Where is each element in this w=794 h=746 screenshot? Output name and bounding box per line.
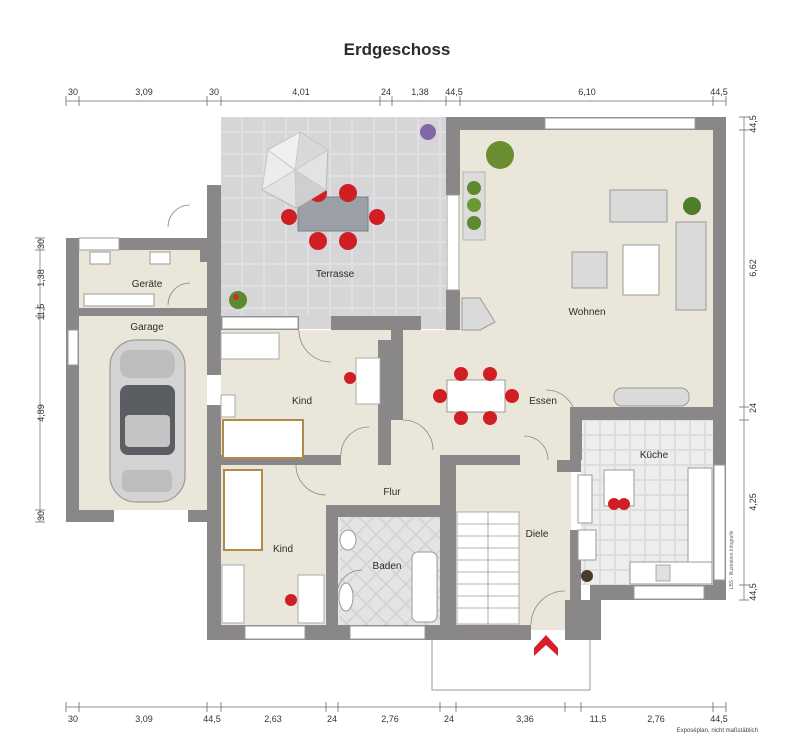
room-label-essen: Essen: [529, 396, 557, 407]
room-label-diele: Diele: [526, 529, 549, 540]
dim-top: 30: [209, 87, 219, 97]
dim-top: 30: [68, 87, 78, 97]
dim-right: 4,25: [748, 493, 758, 511]
dim-top: 6,10: [578, 87, 596, 97]
dim-top: 4,01: [292, 87, 310, 97]
dim-bottom: 24: [327, 714, 337, 724]
dim-right: 44,5: [748, 115, 758, 133]
dim-left: 30: [36, 511, 46, 521]
dimension-lines: [39, 100, 745, 708]
staircase: [456, 511, 520, 625]
dim-top: 3,09: [135, 87, 153, 97]
room-label-terrasse: Terrasse: [316, 269, 355, 280]
dim-right: 6,62: [748, 259, 758, 277]
kitchen-furniture: [577, 467, 713, 585]
windows: [67, 117, 726, 640]
dim-right: 44,5: [748, 583, 758, 601]
dim-bottom: 2,63: [264, 714, 282, 724]
dim-bottom: 24: [444, 714, 454, 724]
dim-bottom: 2,76: [381, 714, 399, 724]
umbrella: [261, 131, 329, 209]
entrance-path: [431, 640, 591, 691]
dim-left: 1,38: [36, 269, 46, 287]
room-label-wohnen: Wohnen: [568, 307, 605, 318]
scale-note: Exposéplan, nicht maßstäblich: [676, 728, 758, 734]
kind2-furniture: [221, 469, 325, 624]
dim-top: 44,5: [445, 87, 463, 97]
dining-table: [433, 367, 519, 425]
dim-right: 24: [748, 403, 758, 413]
kind1-furniture: [220, 332, 381, 459]
room-label-kueche: Küche: [640, 450, 669, 461]
dim-left: 11,5: [36, 304, 46, 321]
dim-bottom: 11,5: [590, 714, 607, 724]
bath-fixtures: [338, 529, 438, 623]
dim-top: 44,5: [710, 87, 728, 97]
living-furniture: [461, 189, 707, 407]
room-label-baden: Baden: [373, 561, 402, 572]
entrance-arrow: [534, 635, 558, 656]
dim-top: 24: [381, 87, 391, 97]
dim-bottom: 2,76: [647, 714, 665, 724]
door-swings: [167, 204, 577, 626]
car: [109, 339, 186, 503]
dim-bottom: 3,09: [135, 714, 153, 724]
dim-bottom: 3,36: [516, 714, 534, 724]
credit-text: LBS - Illustration.Infografik: [729, 530, 735, 589]
garage-shelves: [83, 251, 171, 307]
room-label-geraete: Geräte: [132, 279, 163, 290]
dim-left: 30: [36, 239, 46, 249]
dimension-ticks: [35, 96, 749, 712]
dim-top: 1,38: [411, 87, 429, 97]
dim-left: 4,89: [36, 404, 46, 422]
dim-bottom: 44,5: [203, 714, 221, 724]
room-label-garage: Garage: [130, 322, 164, 333]
room-label-flur: Flur: [383, 487, 401, 498]
dim-bottom: 44,5: [710, 714, 728, 724]
plan-title: Erdgeschoss: [343, 40, 451, 59]
dim-bottom: 30: [68, 714, 78, 724]
plants: [229, 124, 701, 582]
room-label-kind-2: Kind: [273, 544, 293, 555]
room-label-kind-1: Kind: [292, 396, 312, 407]
